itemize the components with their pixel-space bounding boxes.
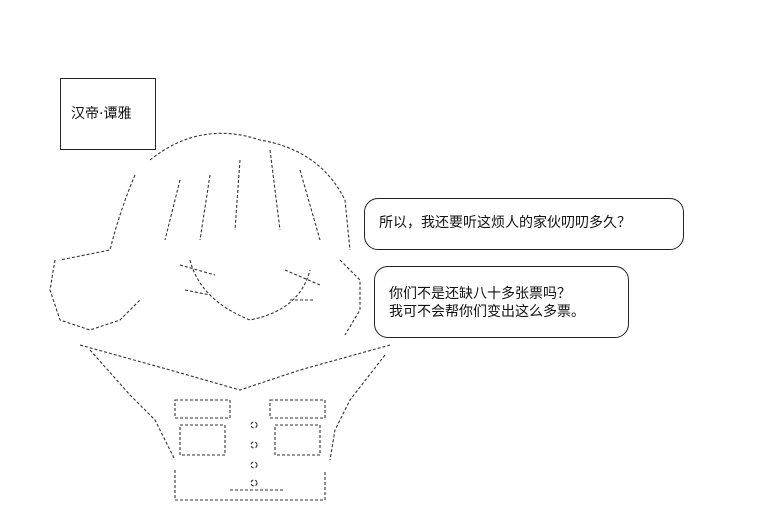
hand-left [49,259,141,331]
button-1 [250,421,258,429]
pocket-right [269,399,326,419]
face-outline [189,259,311,321]
caption-text: 汉帝·谭雅 [71,106,132,122]
button-3 [250,461,258,469]
hair-left [59,174,136,261]
caption-box: 汉帝·谭雅 [60,78,156,150]
speech-bubble-2: 你们不是还缺八十多张票吗？ 我可不会帮你们变出这么多票。 [374,266,629,338]
hand-right [339,259,361,336]
body-right [329,354,386,461]
panel-right [274,424,321,456]
bubble-2-line-1: 你们不是还缺八十多张票吗？ [389,286,571,302]
eye-right [284,269,321,301]
panel-left [179,424,226,456]
pocket-left [174,399,231,419]
lower-body [174,470,326,501]
bubble-2-line-2: 我可不会帮你们变出这么多票。 [389,304,585,320]
speech-bubble-1: 所以，我还要听这烦人的家伙叨叨多久？ [364,198,684,250]
bubble-1-line-1: 所以，我还要听这烦人的家伙叨叨多久？ [379,215,631,231]
button-4 [250,479,258,487]
collar [79,344,391,391]
eye-left [179,264,216,296]
hair-strands [164,149,321,241]
button-2 [250,441,258,449]
body-left [89,349,176,461]
hair-outline [149,132,351,251]
